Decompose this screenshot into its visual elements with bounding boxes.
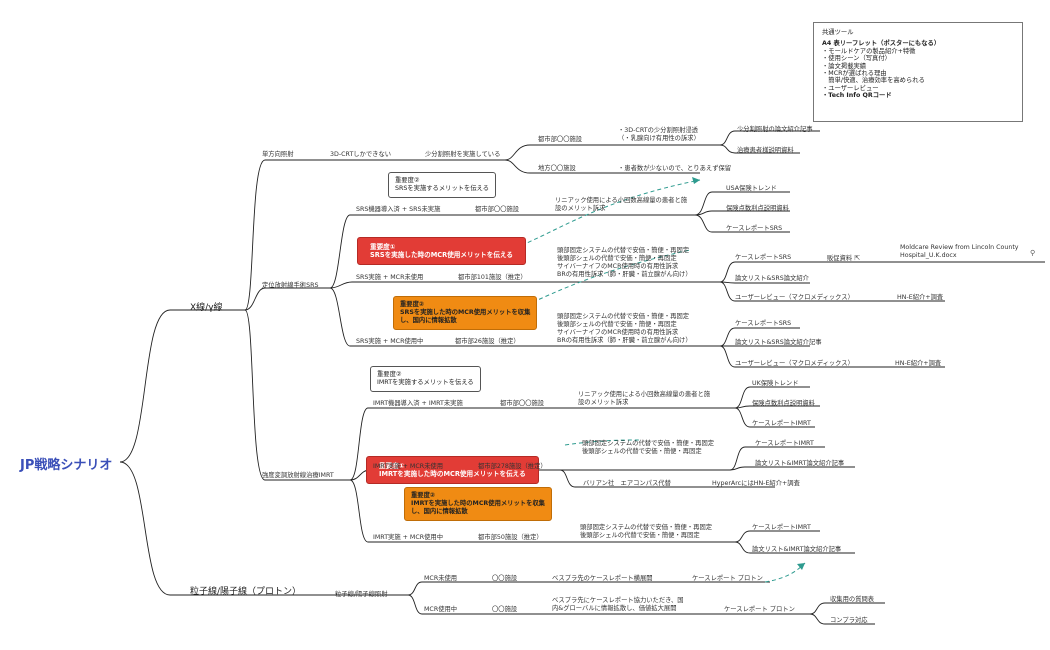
srs-orange-box: 重要度② SRSを実施した時のMCR使用メリットを収集 し、国内に情報拡散 xyxy=(393,296,538,330)
rural-facility-node: 地方〇〇施設 xyxy=(538,165,576,172)
srs-using-mcr-notes: 頭部固定システムの代替で安価・簡便・再固定 後頭部シェルの代替で安価・簡便・再固… xyxy=(557,313,692,344)
external-link-icon[interactable]: ⇱ xyxy=(854,254,861,262)
common-tools-item: ・論文掲載実績 xyxy=(822,62,867,70)
xray-branch: X線/γ線 xyxy=(190,303,223,313)
root-title: JP戦略シナリオ xyxy=(20,458,113,473)
paper-leaf: 少分割照射の論文紹介記事 xyxy=(737,126,813,133)
imrt-paper-leaf-2: 論文リスト&IMRT論文紹介記事 xyxy=(755,460,845,467)
common-tools-item: ・MCRが選ばれる理由 xyxy=(822,70,887,78)
particle-using-mcr-note: ベスプラ先にケースレポート協力いただき、国 内&グローバルに情報拡散し、価値拡大… xyxy=(552,597,684,612)
common-tools-heading: A4 表リーフレット（ポスターにもなる） xyxy=(822,40,941,48)
imrt-red-box: 重要度① IMRTを実施した時のMCR使用メリットを伝える xyxy=(366,456,539,484)
common-tools-item: ・Tech Info QRコード xyxy=(822,92,892,100)
imrt-paper-leaf-3: 論文リスト&IMRT論文紹介記事 xyxy=(752,546,842,553)
common-tools-item: ・モールドケアの製品紹介+特徴 xyxy=(822,47,916,55)
imrt-importance-box: 重要度② IMRTを実施するメリットを伝える xyxy=(370,366,481,392)
imrt-linac-note: リニアック使用による小回数高線量の患者と施 設のメリット訴求 xyxy=(578,391,711,406)
rural-note: ・患者数が少ないので、とりあえず保留 xyxy=(618,165,732,172)
imrt-node: 強度変調放射線治療IMRT xyxy=(262,472,334,479)
particle-no-mcr-leaf: ケースレポート プロトン xyxy=(692,575,763,582)
srs-linac-note: リニアック使用による小回数高線量の患者と施 設のメリット訴求 xyxy=(555,197,688,212)
varian-node: バリアン社 エアコンパス代替 xyxy=(583,480,671,487)
imrt-using-mcr-node: IMRT実施 + MCR使用中 xyxy=(373,534,444,541)
imrt-case-leaf-2: ケースレポートIMRT xyxy=(755,440,814,447)
srs-hn-intro-leaf-2: HN-E紹介+調査 xyxy=(895,360,942,367)
common-tools-item: 簡単/快適、治療効率を高められる xyxy=(822,77,925,85)
attachment-file[interactable]: Moldcare Review from Lincoln County Hosp… xyxy=(900,244,1019,259)
few-fraction-node: 少分割照射を実施している xyxy=(425,151,501,158)
sales-material-label: 販促資料 xyxy=(827,255,853,262)
srs-importance-box: 重要度② SRSを実施するメリットを伝える xyxy=(388,172,497,198)
sales-material-node: 販促資料 ⇱ xyxy=(827,254,860,263)
srs-user-review-leaf-2: ユーザーレビュー（マクロメディックス） xyxy=(735,360,854,367)
paperclip-icon[interactable]: ⚲ xyxy=(1030,249,1036,257)
imrt-no-mcr-node: IMRT実施 + MCR未使用 xyxy=(373,463,444,470)
srs-node: 定位放射線手術SRS xyxy=(262,282,319,289)
metro-facility-node: 都市部〇〇施設 xyxy=(538,136,583,143)
srs-using-mcr-node: SRS実施 + MCR使用中 xyxy=(356,338,424,345)
srs-case-leaf-3: ケースレポートSRS xyxy=(735,320,792,327)
particle-using-mcr-node: MCR使用中 xyxy=(424,606,458,613)
imrt-no-mcr-notes: 頭部固定システムの代替で安価・簡便・再固定 後頭部シェルの代替で安価・簡便・再固… xyxy=(582,440,715,455)
particle-using-mcr-facility: 〇〇施設 xyxy=(492,606,518,613)
srs-hn-intro-leaf: HN-E紹介+調査 xyxy=(897,294,944,301)
common-tools-item: ・ユーザーレビュー xyxy=(822,84,879,92)
imrt-no-mcr-facility: 都市部278施設（推定） xyxy=(478,463,547,470)
patient-material-leaf: 治療患者様説明資料 xyxy=(737,147,794,154)
srs-case-leaf-2: ケースレポートSRS xyxy=(735,254,792,261)
srs-paper-leaf: 論文リスト&SRS論文紹介 xyxy=(735,275,809,282)
srs-no-intro-node: SRS機器導入済 + SRS未実施 xyxy=(356,206,441,213)
particle-no-mcr-facility: 〇〇施設 xyxy=(492,575,518,582)
srs-case-leaf: ケースレポートSRS xyxy=(726,225,783,232)
crt-note: ・3D-CRTの少分割照射浸透 （・乳腺向け有用性の訴求） xyxy=(618,127,700,142)
srs-red-box: 重要度① SRSを実施した時のMCR使用メリットを伝える xyxy=(357,237,526,265)
imrt-case-leaf-3: ケースレポートIMRT xyxy=(752,524,811,531)
hyperarc-node: HyperArcにはHN-E紹介+調査 xyxy=(712,480,800,487)
srs-no-mcr-facility: 都市部101施設（推定） xyxy=(458,274,527,281)
common-tools-title: 共通ツール xyxy=(822,29,854,36)
srs-usa-leaf: USA保険トレンド xyxy=(726,185,777,192)
srs-no-intro-facility: 都市部〇〇施設 xyxy=(475,206,520,213)
srs-using-mcr-facility: 都市部26施設（推定） xyxy=(455,338,520,345)
particle-using-mcr-leaf: ケースレポート プロトン xyxy=(724,606,795,613)
particle-no-mcr-node: MCR未使用 xyxy=(424,575,458,582)
srs-user-review-leaf: ユーザーレビュー（マクロメディックス） xyxy=(735,294,854,301)
srs-paper-leaf-3: 論文リスト&SRS論文紹介記事 xyxy=(735,339,822,346)
srs-no-mcr-notes: 頭部固定システムの代替で安価・簡便・再固定 後頭部シェルの代替で安価・簡便・再固… xyxy=(557,247,692,278)
imrt-no-intro-facility: 都市部〇〇施設 xyxy=(500,400,545,407)
common-tools-item: ・使用シーン（写真付） xyxy=(822,55,891,63)
imrt-orange-box: 重要度② IMRTを実施した時のMCR使用メリットを収集 し、国内に情報拡散 xyxy=(404,487,552,521)
particle-branch: 粒子線/陽子線（プロトン） xyxy=(190,587,302,597)
crt-only-node: 3D-CRTしかできない xyxy=(330,151,392,158)
compliance-leaf: コンプラ対応 xyxy=(830,617,868,624)
imrt-using-mcr-notes: 頭部固定システムの代替で安価・簡便・再固定 後頭部シェルの代替で安価・簡便・再固… xyxy=(580,524,713,539)
single-direction-node: 単方向照射 xyxy=(262,151,294,158)
particle-no-mcr-note: ベスプラ先のケースレポート横展開 xyxy=(552,575,653,582)
common-tools-box: 共通ツール A4 表リーフレット（ポスターにもなる） ・モールドケアの製品紹介+… xyxy=(813,22,1023,122)
imrt-no-intro-node: IMRT機器導入済 + IMRT未実施 xyxy=(373,400,463,407)
srs-no-mcr-node: SRS実施 + MCR未使用 xyxy=(356,274,424,281)
particle-sub-node: 粒子線/陽子線照射 xyxy=(335,591,388,598)
imrt-points-leaf: 保険点数利点説明資料 xyxy=(752,400,815,407)
imrt-using-mcr-facility: 都市部50施設（推定） xyxy=(478,534,543,541)
imrt-uk-leaf: UK保険トレンド xyxy=(752,380,799,387)
srs-points-leaf: 保険点数利点説明資料 xyxy=(726,205,789,212)
question-sheet-leaf: 収集用の質問表 xyxy=(830,596,875,603)
imrt-case-leaf: ケースレポートIMRT xyxy=(752,420,811,427)
